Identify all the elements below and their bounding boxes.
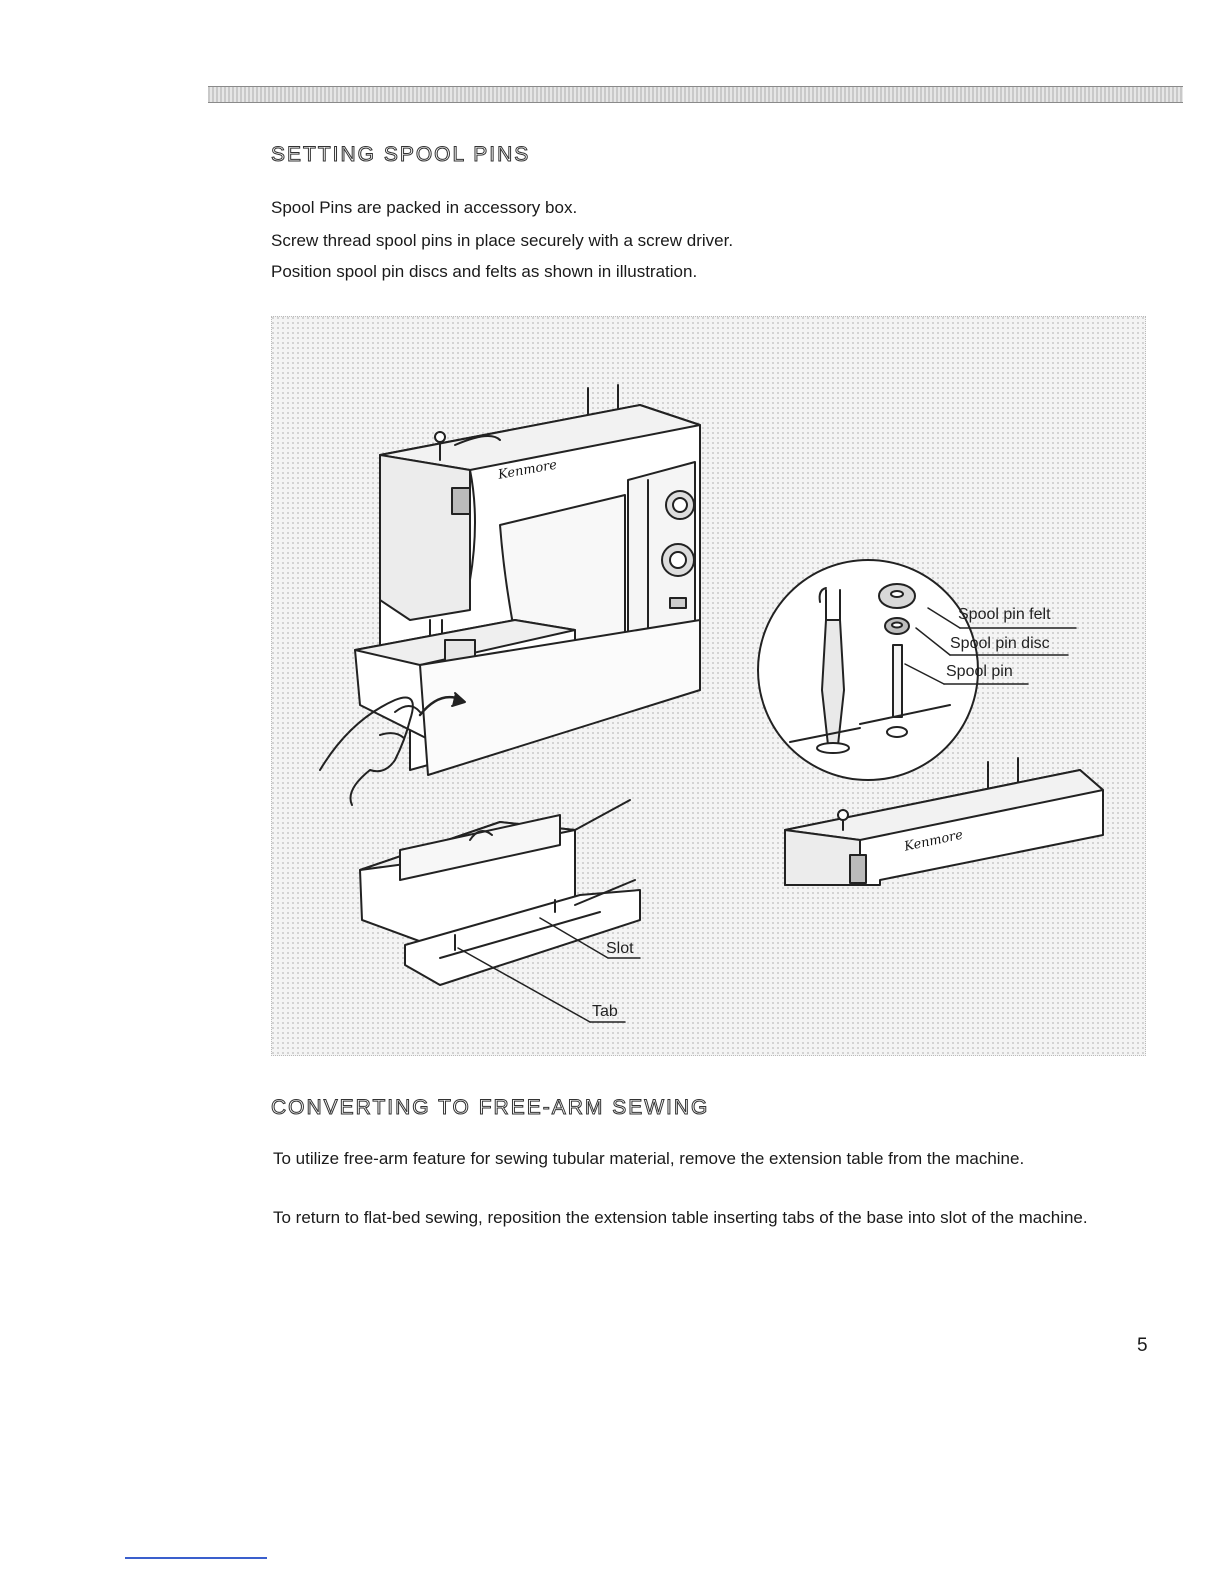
free-arm-paragraph-1: To utilize free-arm feature for sewing t…	[273, 1149, 1025, 1168]
machine-top-detail	[784, 757, 1104, 886]
label-spool-pin-disc: Spool pin disc	[950, 635, 1050, 652]
footer-line	[125, 1557, 267, 1559]
instruction-line-3: Position spool pin discs and felts as sh…	[271, 262, 698, 281]
label-spool-pin: Spool pin	[946, 663, 1013, 680]
label-slot: Slot	[606, 940, 634, 957]
page-number: 5	[1137, 1335, 1148, 1356]
extension-table-detail	[359, 799, 641, 1023]
instruction-line-1: Spool Pins are packed in accessory box.	[271, 198, 578, 217]
free-arm-paragraph-2: To return to flat-bed sewing, reposition…	[273, 1208, 1088, 1227]
label-tab: Tab	[592, 1003, 618, 1020]
section-title-setting-spool-pins: SETTING SPOOL PINS	[270, 143, 531, 167]
label-spool-pin-felt: Spool pin felt	[958, 606, 1051, 623]
spool-pin-detail	[757, 559, 1077, 781]
top-decorative-bar	[208, 86, 1183, 103]
instruction-line-2: Screw thread spool pins in place securel…	[271, 231, 734, 250]
section-title-free-arm-sewing: CONVERTING TO FREE-ARM SEWING	[270, 1096, 710, 1120]
sewing-machine-main	[319, 384, 701, 806]
